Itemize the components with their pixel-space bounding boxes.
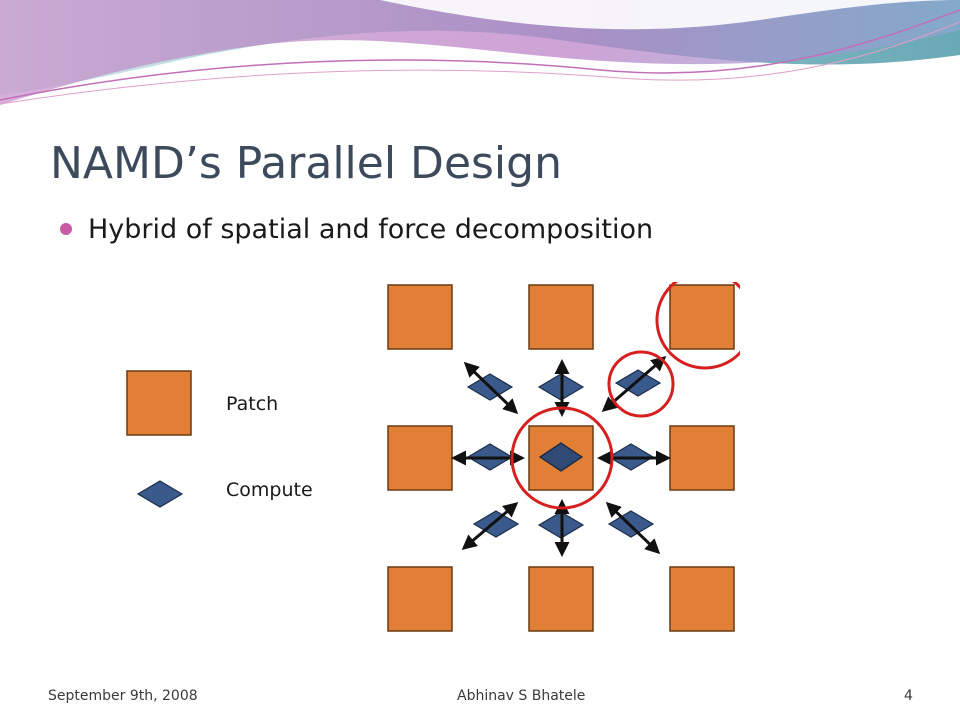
highlight-circle-top-right-patch [655, 282, 740, 370]
white-wave [380, 0, 960, 30]
patch-square-bottom-left [387, 566, 453, 632]
legend-patch-label: Patch [226, 393, 278, 415]
arrow-top-left [463, 361, 519, 415]
patch-square-top-left [387, 284, 453, 350]
highlight-circle-center-patch [510, 406, 614, 510]
purple-wave [0, 0, 960, 105]
arrow-bottom-left [461, 502, 519, 550]
patch-square-bottom-right [669, 566, 735, 632]
bullet-item: Hybrid of spatial and force decompositio… [60, 210, 653, 250]
patch-square-middle-right [669, 425, 735, 491]
legend-compute-diamond-icon [136, 480, 184, 508]
patch-square-middle-left [387, 425, 453, 491]
patch-square-top-center [528, 284, 594, 350]
diagram-legend: Patch Compute [126, 370, 313, 508]
header-wave-banner [0, 0, 960, 105]
wave-line-1 [0, 9, 960, 101]
bullet-text: Hybrid of spatial and force decompositio… [88, 214, 654, 245]
slide-number: 4 [904, 688, 913, 704]
wave-line-2 [0, 21, 960, 105]
patch-square-bottom-center [528, 566, 594, 632]
compute-diamond-center [538, 442, 584, 472]
bullet-list: Hybrid of spatial and force decompositio… [60, 210, 653, 250]
patch-square-top-right [669, 284, 735, 350]
slide-title: NAMD’s Parallel Design [50, 138, 562, 189]
compute-diamond-bottom-right [607, 510, 655, 538]
footer-date: September 9th, 2008 [48, 688, 198, 704]
legend-patch-square-icon [126, 370, 192, 436]
highlight-circle-top-right-compute [607, 350, 675, 418]
arrow-bottom-right [605, 501, 661, 555]
bullet-dot-icon [60, 223, 72, 235]
decomposition-diagram [387, 282, 740, 632]
legend-compute-label: Compute [226, 479, 313, 501]
footer-author: Abhinav S Bhatele [457, 688, 586, 704]
